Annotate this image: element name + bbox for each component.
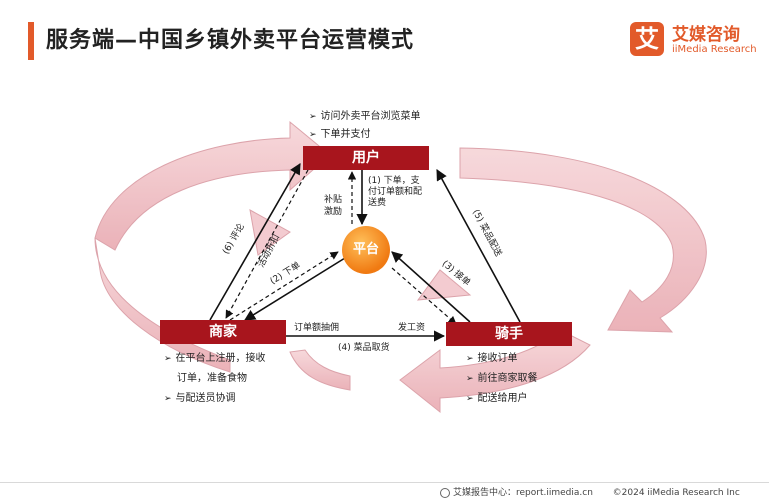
logo-mark-icon: 艾 (630, 22, 664, 56)
node-merchant: 商家 (160, 320, 286, 344)
rider-actions-list: ➢接收订单 ➢前往商家取餐 ➢配送给用户 (466, 349, 538, 409)
footer-copyright: ©2024 iiMedia Research Inc (612, 488, 740, 498)
label-subsidy: 补贴 激励 (324, 195, 343, 217)
page-title: 服务端—中国乡镇外卖平台运营模式 (46, 28, 415, 53)
label-order-pay: (1) 下单，支 付订单额和配 送费 (368, 176, 423, 208)
cycle-inner-arrow-left (249, 209, 291, 256)
label-commission: 订单额抽佣 (294, 323, 340, 333)
globe-icon (440, 487, 450, 498)
label-wage: 发工资 (398, 323, 426, 333)
list-item: 订单，准备食物 (177, 373, 247, 384)
chevron-right-icon: ➢ (309, 112, 317, 122)
chevron-right-icon: ➢ (466, 354, 474, 364)
chevron-right-icon: ➢ (164, 354, 172, 364)
arrow-promotion (225, 169, 309, 319)
node-rider: 骑手 (446, 322, 572, 346)
cycle-band (94, 120, 707, 414)
list-item: ➢前往商家取餐 (466, 373, 538, 384)
merchant-actions-list: ➢在平台上注册，接收 订单，准备食物 ➢与配送员协调 (164, 349, 266, 409)
title-accent-bar (28, 22, 34, 60)
cycle-arc-bottom (399, 329, 591, 414)
arrow-wage (391, 267, 457, 325)
list-item: ➢在平台上注册，接收 (164, 353, 266, 364)
node-user: 用户 (303, 146, 429, 170)
list-item: ➢与配送员协调 (164, 393, 236, 404)
footer: 艾媒报告中心：report.iimedia.cn ©2024 iiMedia R… (440, 485, 740, 498)
chevron-right-icon: ➢ (164, 394, 172, 404)
list-item: ➢访问外卖平台浏览菜单 (309, 111, 421, 122)
chevron-right-icon: ➢ (309, 130, 317, 140)
list-item: ➢下单并支付 (309, 129, 371, 140)
user-actions-list: ➢访问外卖平台浏览菜单 ➢下单并支付 (309, 108, 421, 144)
cycle-arc-left (94, 237, 231, 373)
arrow-commission (229, 251, 339, 321)
cycle-arc-top (94, 120, 331, 251)
cycle-arc-lowerleft (289, 349, 351, 391)
logo-chinese-name: 艾媒咨询 (672, 25, 740, 45)
chevron-right-icon: ➢ (466, 374, 474, 384)
brand-logo: 艾 艾媒咨询 iiMedia Research (630, 20, 760, 62)
footer-divider (0, 482, 769, 483)
list-item: ➢配送给用户 (466, 393, 528, 404)
logo-english-name: iiMedia Research (672, 44, 757, 55)
arrow-platform-to-merchant (244, 257, 346, 321)
arrow-delivery (436, 169, 521, 323)
node-platform: 平台 (342, 226, 390, 274)
cycle-arc-right (459, 147, 707, 333)
arrow-review (209, 163, 301, 321)
label-pickup: (4) 菜品取货 (338, 343, 390, 353)
list-item: ➢接收订单 (466, 353, 518, 364)
chevron-right-icon: ➢ (466, 394, 474, 404)
footer-source: 艾媒报告中心：report.iimedia.cn (453, 488, 593, 498)
arrow-rider-to-platform (391, 251, 471, 323)
